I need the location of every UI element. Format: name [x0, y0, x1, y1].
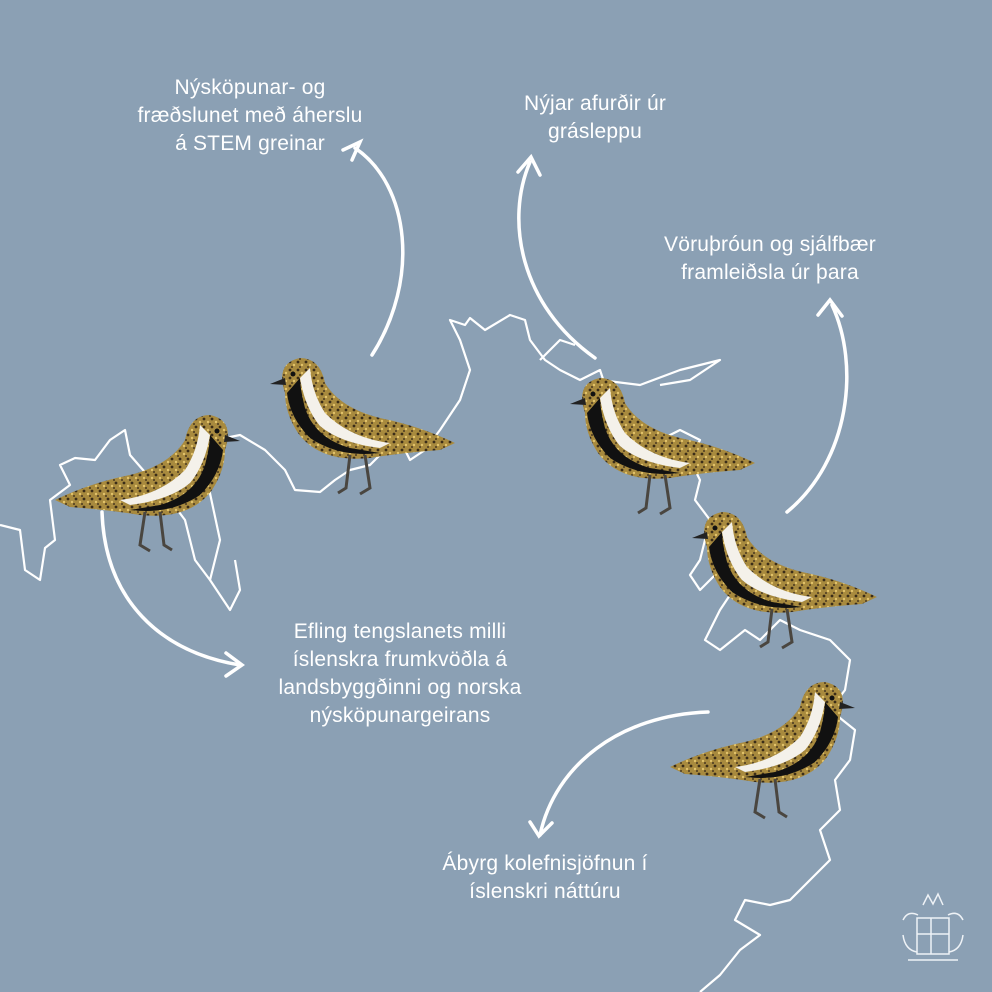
plover-bird-2	[268, 356, 457, 496]
arrow-to-grasleppa	[517, 160, 597, 360]
plover-bird-4	[690, 510, 879, 650]
plover-bird-3	[568, 376, 757, 516]
arrow-to-thari	[785, 303, 849, 514]
coat-of-arms-icon	[902, 892, 964, 961]
arrow-to-tengslanet	[100, 510, 242, 667]
label-stem-network: Nýsköpunar- og fræðslunet með áherslu á …	[137, 76, 363, 155]
label-entrepreneur-network: Efling tengslanets milli íslenskra frumk…	[278, 620, 522, 727]
label-carbon-offset: Ábyrg kolefnisjöfnun í íslenskri náttúru	[442, 852, 648, 903]
label-seaweed-production: Vöruþróun og sjálfbær framleiðsla úr þar…	[664, 233, 876, 284]
arrow-to-stem	[353, 146, 405, 357]
birds	[53, 356, 879, 820]
plover-bird-5	[668, 680, 857, 820]
plover-bird-1	[53, 413, 242, 553]
arrows	[100, 138, 849, 839]
arrow-to-kolefni	[538, 710, 710, 837]
label-lumpfish-products: Nýjar afurðir úr grásleppu	[523, 92, 667, 143]
